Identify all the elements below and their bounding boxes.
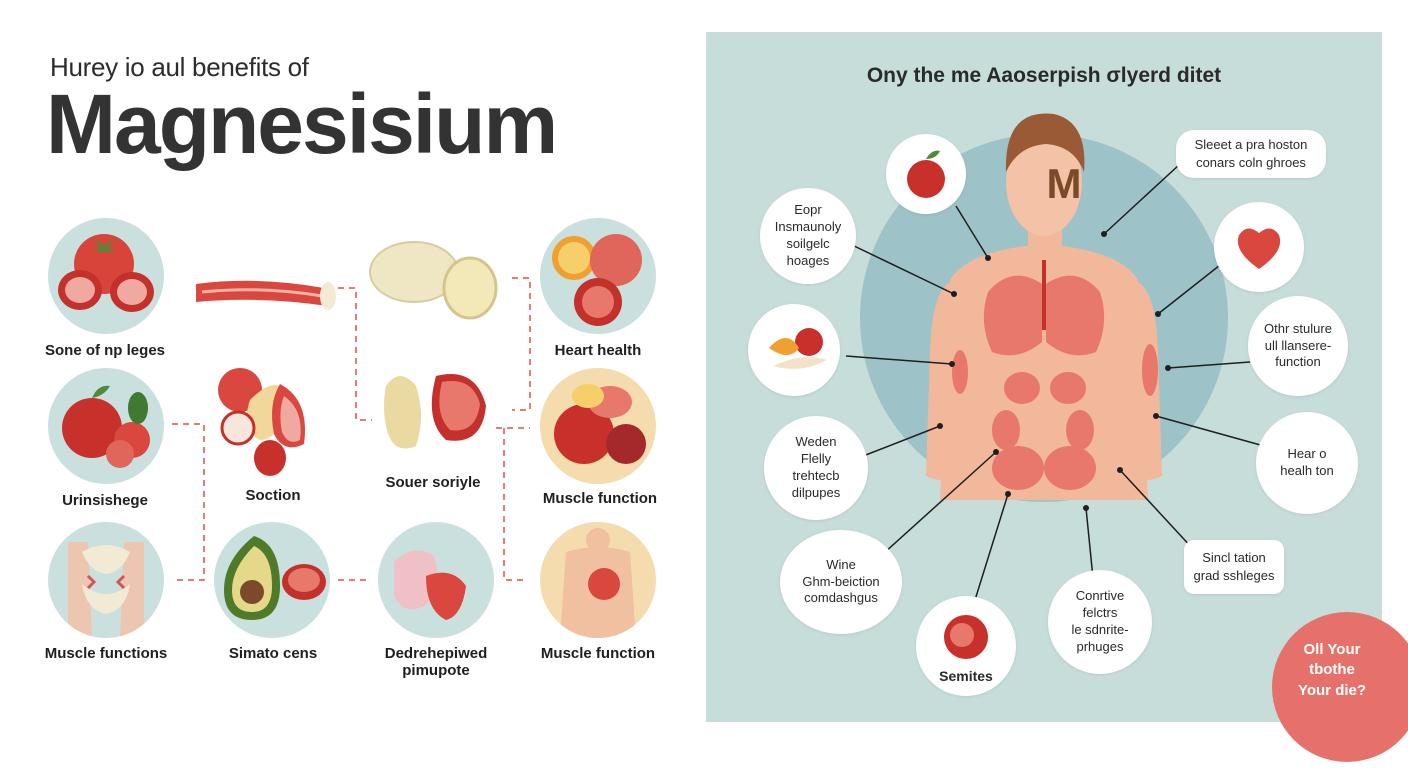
label-c9: Muscle function bbox=[542, 490, 658, 507]
torso-illustration bbox=[540, 522, 656, 638]
callout-right2-text: Othr stulure ull llansere- function bbox=[1264, 320, 1332, 370]
body-letter: M bbox=[1046, 160, 1082, 207]
heart-icon bbox=[1237, 228, 1281, 269]
callout-left2: Weden Flelly trehtecb dilpupes bbox=[764, 416, 868, 520]
dashed-connectors bbox=[172, 277, 531, 581]
meat-illustration bbox=[378, 522, 494, 638]
callout-bottom2: Conrtive felctrs le sdnrite- prhuges bbox=[1048, 570, 1152, 674]
callout-right4-text: Sincl tation grad sshleges bbox=[1193, 550, 1275, 583]
callout-right3: Hear o healh ton bbox=[1256, 412, 1358, 514]
avocado-illustration bbox=[214, 522, 330, 638]
fruit-bowl-illustration bbox=[540, 368, 656, 484]
apple-bubble bbox=[886, 134, 966, 214]
fruit-plate-icon bbox=[769, 328, 827, 369]
cta-badge[interactable] bbox=[1272, 612, 1408, 762]
apples-illustration bbox=[48, 368, 164, 484]
label-c1: Sone of np leges bbox=[44, 342, 165, 359]
apple-icon bbox=[907, 150, 945, 198]
callout-bottom2-text: Conrtive felctrs le sdnrite- prhuges bbox=[1071, 588, 1129, 654]
label-c4: Soction bbox=[245, 487, 301, 504]
page-title: Magnesisium bbox=[46, 77, 558, 171]
meat-strip-illustration bbox=[196, 280, 336, 310]
callout-left1-text: Eopr Insmaunoly soilgelc hoages bbox=[774, 202, 842, 268]
label-c2: Urinsishege bbox=[62, 492, 148, 509]
organs-illustration bbox=[48, 522, 164, 638]
melon-illustration bbox=[384, 374, 486, 449]
bubble-bottom1-text: Semites bbox=[939, 667, 993, 684]
label-c6: Souer soriyle bbox=[385, 474, 481, 491]
callout-right2: Othr stulure ull llansere- function bbox=[1248, 296, 1348, 396]
label-c8: Heart health bbox=[554, 342, 642, 359]
label-c7: Dedrehepiwed pimupote bbox=[384, 645, 488, 680]
heart-organ-bubble bbox=[1214, 202, 1304, 292]
label-c3: Muscle functions bbox=[44, 645, 168, 662]
callout-left3-text: Wine Ghm-beiction comdashgus bbox=[802, 556, 880, 606]
fruit-group-illustration bbox=[218, 368, 305, 476]
bread-illustration bbox=[369, 241, 498, 320]
callout-right3-text: Hear o healh ton bbox=[1280, 446, 1334, 478]
callout-right4: Sincl tation grad sshleges bbox=[1184, 540, 1284, 594]
citrus-illustration bbox=[540, 218, 656, 334]
callout-right1: Sleeet a pra hoston conars coln ghroes bbox=[1176, 130, 1326, 178]
fruit-plate-bubble bbox=[748, 304, 840, 396]
callout-right1-text: Sleeet a pra hoston conars coln ghroes bbox=[1194, 137, 1308, 170]
body-diagram bbox=[845, 113, 1265, 617]
label-c10: Muscle function bbox=[540, 645, 656, 662]
cta-text[interactable]: Oll Your tbothe Your die? bbox=[1297, 641, 1367, 699]
page-subtitle: Hurey io aul benefits of bbox=[50, 52, 309, 82]
panel-title: Ony the me Aaoserpish σlyerd ditet bbox=[866, 64, 1222, 87]
tomato-icon bbox=[944, 614, 988, 659]
callout-left3: Wine Ghm-beiction comdashgus bbox=[780, 530, 902, 634]
label-c5: Simato cens bbox=[228, 645, 318, 662]
callout-left1: Eopr Insmaunoly soilgelc hoages bbox=[760, 188, 856, 284]
callout-left2-text: Weden Flelly trehtecb dilpupes bbox=[791, 434, 841, 500]
semites-bubble: Semites bbox=[916, 596, 1016, 696]
tomato-illustration bbox=[48, 218, 164, 334]
